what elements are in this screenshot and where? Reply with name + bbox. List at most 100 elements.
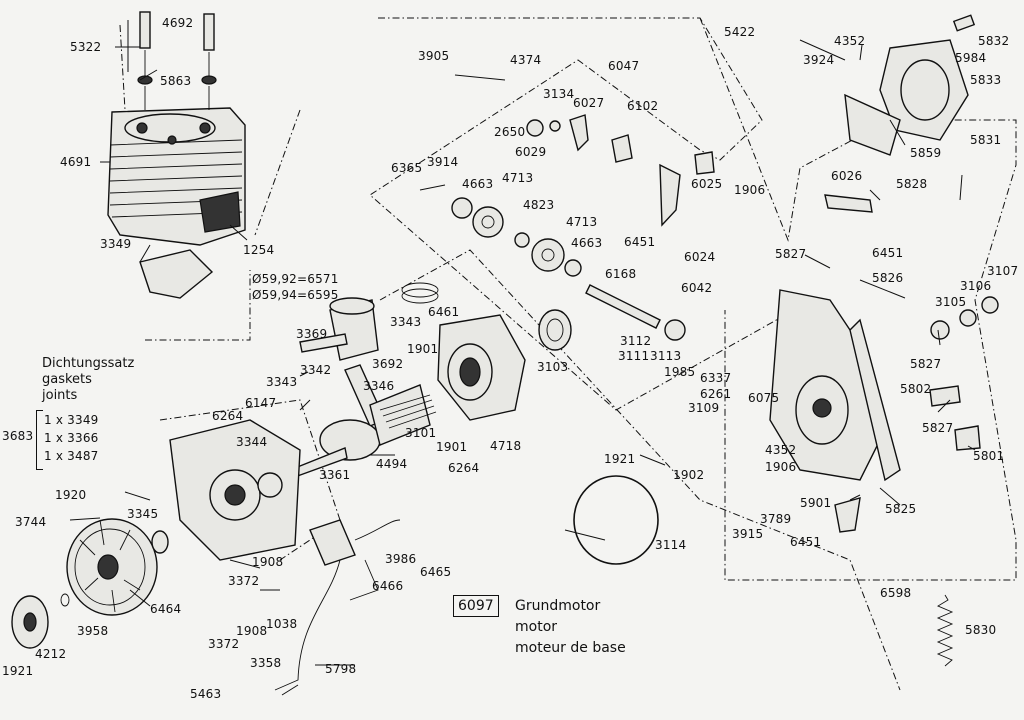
part-number-1906-a: 1906 [734,183,766,197]
group-outline-right [699,17,1017,581]
part-number-5831: 5831 [970,133,1002,147]
flywheel-drawing [66,518,158,616]
part-number-3114: 3114 [655,538,687,552]
gasket-3349-drawing [139,249,214,299]
gasket-set-label-en: gaskets [42,372,92,387]
part-number-3343-b: 3343 [266,375,298,389]
o-ring-3114-drawing [573,475,659,565]
part-number-6024: 6024 [684,250,716,264]
part-number-3958: 3958 [77,624,109,638]
part-number-5832: 5832 [978,34,1010,48]
part-number-3789: 3789 [760,512,792,526]
part-number-3342: 3342 [300,363,332,377]
part-number-6264-a: 6264 [212,409,244,423]
part-number-1902: 1902 [673,468,705,482]
part-number-3113: 3113 [650,349,682,363]
part-number-4718: 4718 [490,439,522,453]
part-number-5863: 5863 [160,74,192,88]
part-number-6264-b: 6264 [448,461,480,475]
part-number-3112: 3112 [620,334,652,348]
part-number-3111: 3111 [618,349,650,363]
part-number-3914: 3914 [427,155,459,169]
part-number-5463: 5463 [190,687,222,701]
part-number-6337: 6337 [700,371,732,385]
part-number-3372-a: 3372 [228,574,260,588]
part-number-3915: 3915 [732,527,764,541]
part-number-3924: 3924 [803,53,835,67]
starter-cup-drawing [11,595,49,649]
part-number-6027: 6027 [573,96,605,110]
part-number-6075: 6075 [748,391,780,405]
part-number-6451-c: 6451 [790,535,822,549]
part-number-6047: 6047 [608,59,640,73]
part-number-6102: 6102 [627,99,659,113]
part-number-4352-a: 4352 [834,34,866,48]
title-en: motor [515,619,558,635]
part-number-5422: 5422 [724,25,756,39]
part-number-6464: 6464 [150,602,182,616]
part-number-5828: 5828 [896,177,928,191]
part-number-3986: 3986 [385,552,417,566]
part-number-1906-b: 1906 [765,460,797,474]
part-number-1985: 1985 [664,365,696,379]
part-number-6451-b: 6451 [872,246,904,260]
part-number-4374: 4374 [510,53,542,67]
part-number-5827-a: 5827 [775,247,807,261]
part-number-3744: 3744 [15,515,47,529]
group-outline-gearbox [379,249,901,691]
part-number-6465: 6465 [420,565,452,579]
part-number-2650: 2650 [494,125,526,139]
part-number-6147: 6147 [245,396,277,410]
part-number-5801: 5801 [973,449,1005,463]
cylinder-bolts-drawing [137,11,217,110]
part-number-5322: 5322 [70,40,102,54]
part-number-5859: 5859 [910,146,942,160]
part-number-1901-a: 1901 [407,342,439,356]
part-number-4692: 4692 [162,16,194,30]
gasket-set-item-2: 1 x 3366 [44,431,99,445]
part-number-3345: 3345 [127,507,159,521]
part-number-1920: 1920 [55,488,87,502]
part-number-3346: 3346 [363,379,395,393]
gear-housing-drawing [769,289,999,482]
part-number-4823: 4823 [523,198,555,212]
part-number-5826: 5826 [872,271,904,285]
part-number-6365: 6365 [391,161,423,175]
gasket-set-label-fr: joints [42,388,78,403]
crankshaft-drawing [289,364,437,479]
part-number-3369: 3369 [296,327,328,341]
part-number-1908-a: 1908 [252,555,284,569]
part-number-4691: 4691 [60,155,92,169]
part-number-3344: 3344 [236,435,268,449]
part-number-6025: 6025 [691,177,723,191]
part-number-3101: 3101 [405,426,437,440]
part-number-1254: 1254 [243,243,275,257]
gasket-set-label-de: Dichtungssatz [42,356,135,371]
part-number-6029: 6029 [515,145,547,159]
gasket-set-item-1: 1 x 3349 [44,413,99,427]
assembly-code-box: 6097 [453,595,499,617]
part-number-5901: 5901 [800,496,832,510]
ignition-coil-drawing [274,519,401,691]
title-fr: moteur de base [515,640,626,656]
part-number-5830: 5830 [965,623,997,637]
part-number-4352-b: 4352 [765,443,797,457]
part-number-3134: 3134 [543,87,575,101]
cylinder-drawing [107,107,246,246]
part-number-3905: 3905 [418,49,450,63]
bracket-5901-drawing [834,497,861,533]
part-number-6026: 6026 [831,169,863,183]
part-number-3109: 3109 [688,401,720,415]
part-number-1901-b: 1901 [436,440,468,454]
clutch-group-drawing [419,74,715,341]
piston-diameter-1: Ø59,92=6571 [252,272,339,286]
part-number-5984: 5984 [955,51,987,65]
gasket-set-item-3: 1 x 3487 [44,449,99,463]
part-number-1921-b: 1921 [2,664,34,678]
part-number-3107: 3107 [987,264,1019,278]
part-number-5825: 5825 [885,502,917,516]
part-number-6168: 6168 [605,267,637,281]
part-number-1921-a: 1921 [604,452,636,466]
part-number-3106: 3106 [960,279,992,293]
